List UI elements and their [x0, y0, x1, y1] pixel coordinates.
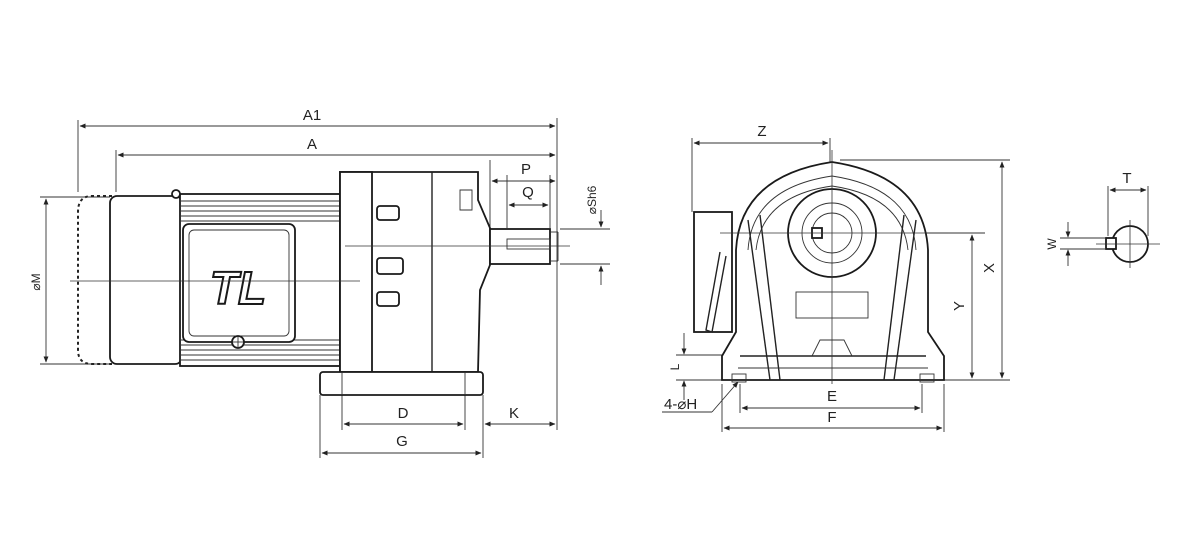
dimension-q: Q	[508, 184, 549, 208]
label-k: K	[509, 405, 519, 422]
dimension-p: P	[491, 161, 556, 184]
label-x: X	[981, 263, 998, 273]
dimension-e: E	[741, 388, 921, 411]
label-e: E	[827, 388, 837, 405]
dimension-x: X	[981, 161, 1005, 379]
dimension-k: K	[484, 405, 556, 427]
terminal-box: TL	[182, 223, 296, 349]
dimension-m: ⌀M	[29, 198, 49, 363]
fan-cover-outline	[77, 195, 112, 365]
gearbox-housing	[339, 171, 491, 373]
base-foot	[319, 371, 484, 396]
label-g: G	[396, 433, 408, 450]
dimension-g: G	[321, 433, 482, 456]
dimension-w: W	[1045, 222, 1071, 266]
logo-text: TL	[210, 262, 266, 314]
label-a: A	[307, 136, 317, 153]
label-t: T	[1122, 170, 1131, 187]
dimension-f: F	[723, 409, 943, 431]
reducer-housing-front	[721, 161, 945, 383]
dimension-mounting-holes: 4-⌀H	[662, 381, 739, 413]
label-a1: A1	[303, 107, 321, 124]
dimension-a: A	[117, 136, 556, 158]
label-l: L	[668, 363, 682, 370]
front-view: Z X Y L E F 4-⌀H	[662, 123, 1010, 432]
label-mounting-holes: 4-⌀H	[664, 396, 697, 413]
dimension-a1: A1	[79, 107, 556, 129]
label-f: F	[827, 409, 836, 426]
label-z: Z	[757, 123, 766, 140]
output-shaft	[489, 228, 559, 265]
label-p: P	[521, 161, 531, 178]
dimension-y: Y	[951, 234, 975, 379]
dimension-l: L	[668, 333, 687, 400]
label-q: Q	[522, 184, 534, 201]
shaft-key-detail: T W	[1045, 170, 1160, 268]
dimension-d: D	[343, 405, 464, 427]
label-m: ⌀M	[29, 273, 43, 290]
label-w: W	[1045, 238, 1059, 250]
motor-rear-box	[693, 211, 733, 333]
dimension-t: T	[1109, 170, 1147, 193]
side-view: A1 A P Q ⌀Sh6 ⌀M D	[29, 107, 610, 458]
dimension-shaft-diameter: ⌀Sh6	[585, 185, 604, 285]
label-y: Y	[951, 301, 968, 311]
label-shaft-diameter: ⌀Sh6	[585, 185, 599, 214]
label-d: D	[398, 405, 409, 422]
dimension-z: Z	[693, 123, 829, 146]
